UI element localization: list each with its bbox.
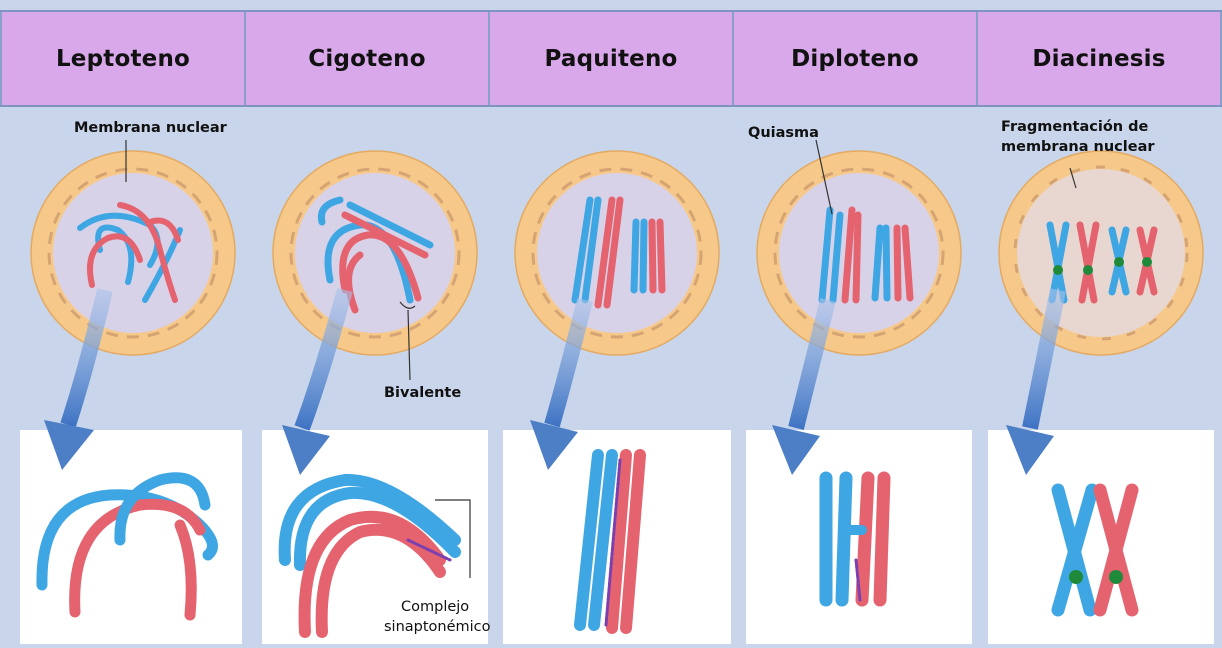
- label-quiasma: Quiasma: [748, 123, 819, 143]
- label-membrana-nuclear: Membrana nuclear: [74, 118, 227, 138]
- label-complejo-2: sinaptonémico: [384, 617, 491, 637]
- label-fragmentacion-2: membrana nuclear: [1001, 137, 1155, 157]
- detail-chromosomes-diploteno: [826, 478, 884, 600]
- nucleus-cigoteno: [273, 151, 477, 355]
- detail-chromosomes-diacinesis: [1058, 490, 1132, 610]
- nucleus-diacinesis: [999, 151, 1203, 355]
- detail-chromosomes-leptoteno: [42, 478, 213, 615]
- detail-chromosomes-paquiteno: [580, 455, 640, 628]
- nucleus-paquiteno: [515, 151, 719, 355]
- label-bivalente: Bivalente: [384, 383, 461, 403]
- label-fragmentacion-1: Fragmentación de: [1001, 117, 1148, 137]
- label-complejo-1: Complejo: [401, 597, 469, 617]
